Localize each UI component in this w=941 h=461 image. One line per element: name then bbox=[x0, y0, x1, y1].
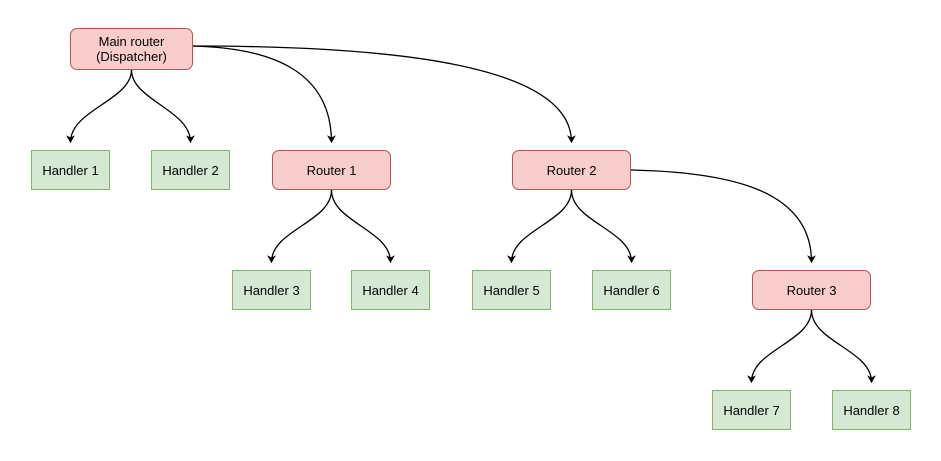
node-router-3[interactable]: Router 3 bbox=[752, 270, 871, 310]
node-label-router-3: Router 3 bbox=[786, 282, 837, 298]
node-handler-1[interactable]: Handler 1 bbox=[31, 150, 110, 190]
node-main-router[interactable]: Main router (Dispatcher) bbox=[70, 28, 193, 70]
node-router-1[interactable]: Router 1 bbox=[272, 150, 391, 190]
node-label-router-2: Router 2 bbox=[546, 162, 597, 178]
edge-router-1-to-handler-4 bbox=[330, 189, 395, 264]
node-label-handler-6: Handler 6 bbox=[603, 282, 660, 298]
node-label-handler-8: Handler 8 bbox=[843, 402, 900, 418]
node-handler-3[interactable]: Handler 3 bbox=[232, 270, 311, 310]
node-label-handler-1: Handler 1 bbox=[42, 162, 99, 178]
node-label-main-router: Main router (Dispatcher) bbox=[96, 34, 167, 64]
node-label-router-1: Router 1 bbox=[306, 162, 357, 178]
node-handler-5[interactable]: Handler 5 bbox=[472, 270, 551, 310]
node-label-handler-3: Handler 3 bbox=[243, 282, 300, 298]
node-handler-4[interactable]: Handler 4 bbox=[351, 270, 430, 310]
edge-router-1-to-handler-3 bbox=[267, 189, 333, 264]
node-label-handler-2: Handler 2 bbox=[162, 162, 219, 178]
node-handler-2[interactable]: Handler 2 bbox=[151, 150, 230, 190]
node-label-handler-7: Handler 7 bbox=[723, 402, 780, 418]
edge-main-router-to-handler-1 bbox=[66, 69, 133, 144]
edge-main-router-to-router-2 bbox=[192, 45, 576, 144]
edge-router-3-to-handler-8 bbox=[810, 309, 876, 384]
edge-router-2-to-handler-5 bbox=[507, 189, 573, 264]
node-label-handler-4: Handler 4 bbox=[362, 282, 419, 298]
edges-group bbox=[66, 45, 876, 384]
node-router-2[interactable]: Router 2 bbox=[512, 150, 631, 190]
edge-router-2-to-router-3 bbox=[630, 169, 816, 264]
node-label-handler-5: Handler 5 bbox=[483, 282, 540, 298]
node-handler-8[interactable]: Handler 8 bbox=[832, 390, 911, 430]
node-handler-7[interactable]: Handler 7 bbox=[712, 390, 791, 430]
edge-router-2-to-handler-6 bbox=[570, 189, 636, 264]
edge-main-router-to-handler-2 bbox=[130, 69, 195, 144]
edge-router-3-to-handler-7 bbox=[747, 309, 813, 384]
edge-main-router-to-router-1 bbox=[192, 45, 336, 144]
node-handler-6[interactable]: Handler 6 bbox=[592, 270, 671, 310]
